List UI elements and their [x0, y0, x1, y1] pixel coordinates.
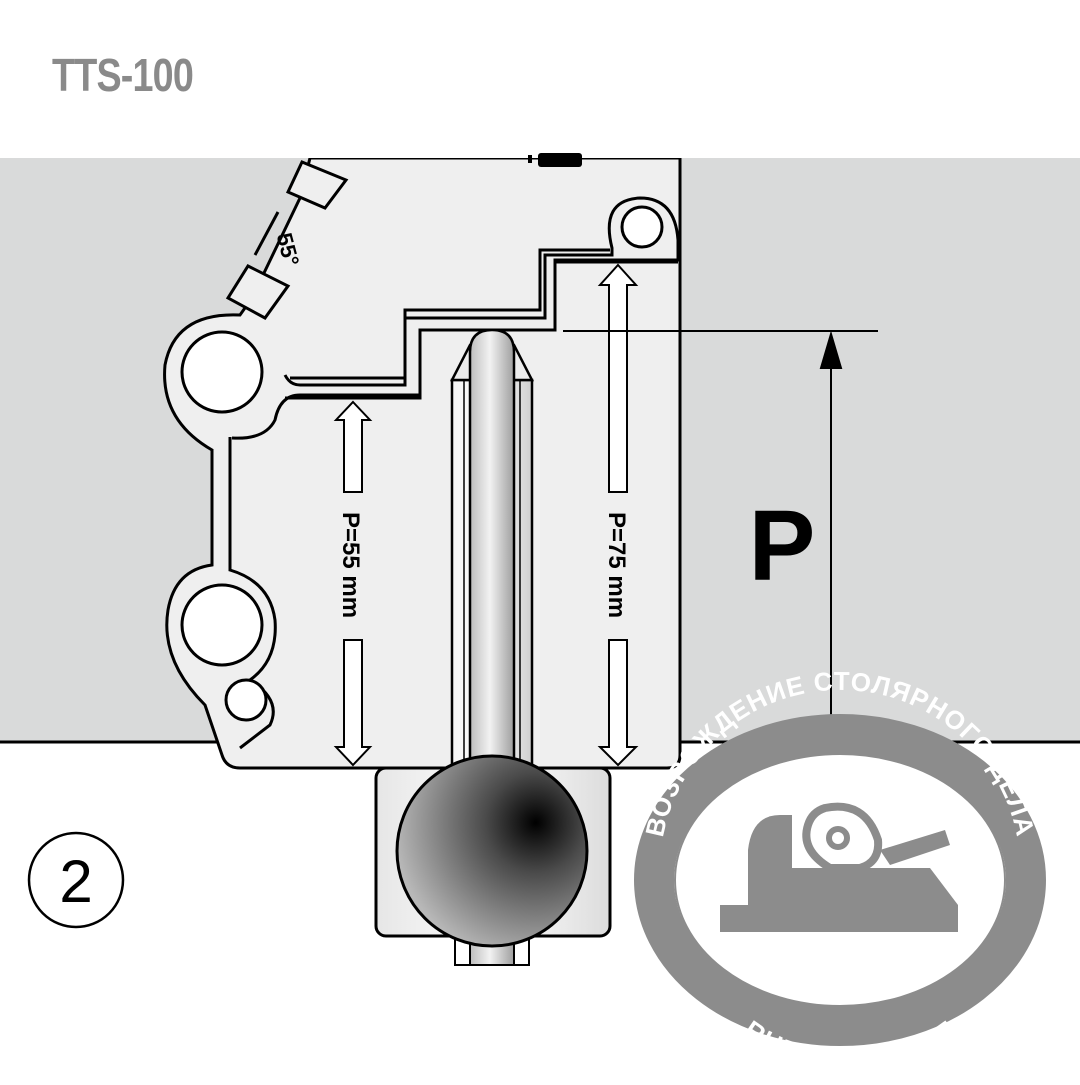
- dimension-right-label: P=75 mm: [603, 512, 630, 618]
- jig-top-cover: [300, 140, 682, 158]
- router-bit: [468, 328, 516, 770]
- product-title: TTS-100: [52, 49, 194, 101]
- plane-icon: [720, 802, 958, 932]
- step-number: 2: [59, 848, 92, 915]
- angle-notches: [225, 160, 349, 320]
- scale-marker: [538, 153, 582, 167]
- ball-knob: [395, 754, 589, 948]
- hole-upper-large: [180, 330, 264, 414]
- step-number-circle: [27, 831, 125, 929]
- dimension-left-label: P=55 mm: [337, 512, 364, 618]
- hole-lower-small: [224, 678, 268, 722]
- hole-lower-large: [180, 583, 264, 667]
- watermark-logo: ВОЗРОЖДЕНИЕ СТОЛЯРНОГО ДЕЛА RUBANKOV.NET: [634, 666, 1046, 1076]
- dimension-main-label: P: [749, 490, 816, 602]
- hole-top-small: [620, 205, 664, 249]
- guide-channel: [290, 248, 610, 380]
- upper-hole-ring: [231, 196, 680, 440]
- lower-hole-ring: [228, 437, 277, 750]
- dimension-left: [333, 400, 373, 767]
- jig-plate: [163, 156, 682, 770]
- dimension-right: [597, 263, 639, 767]
